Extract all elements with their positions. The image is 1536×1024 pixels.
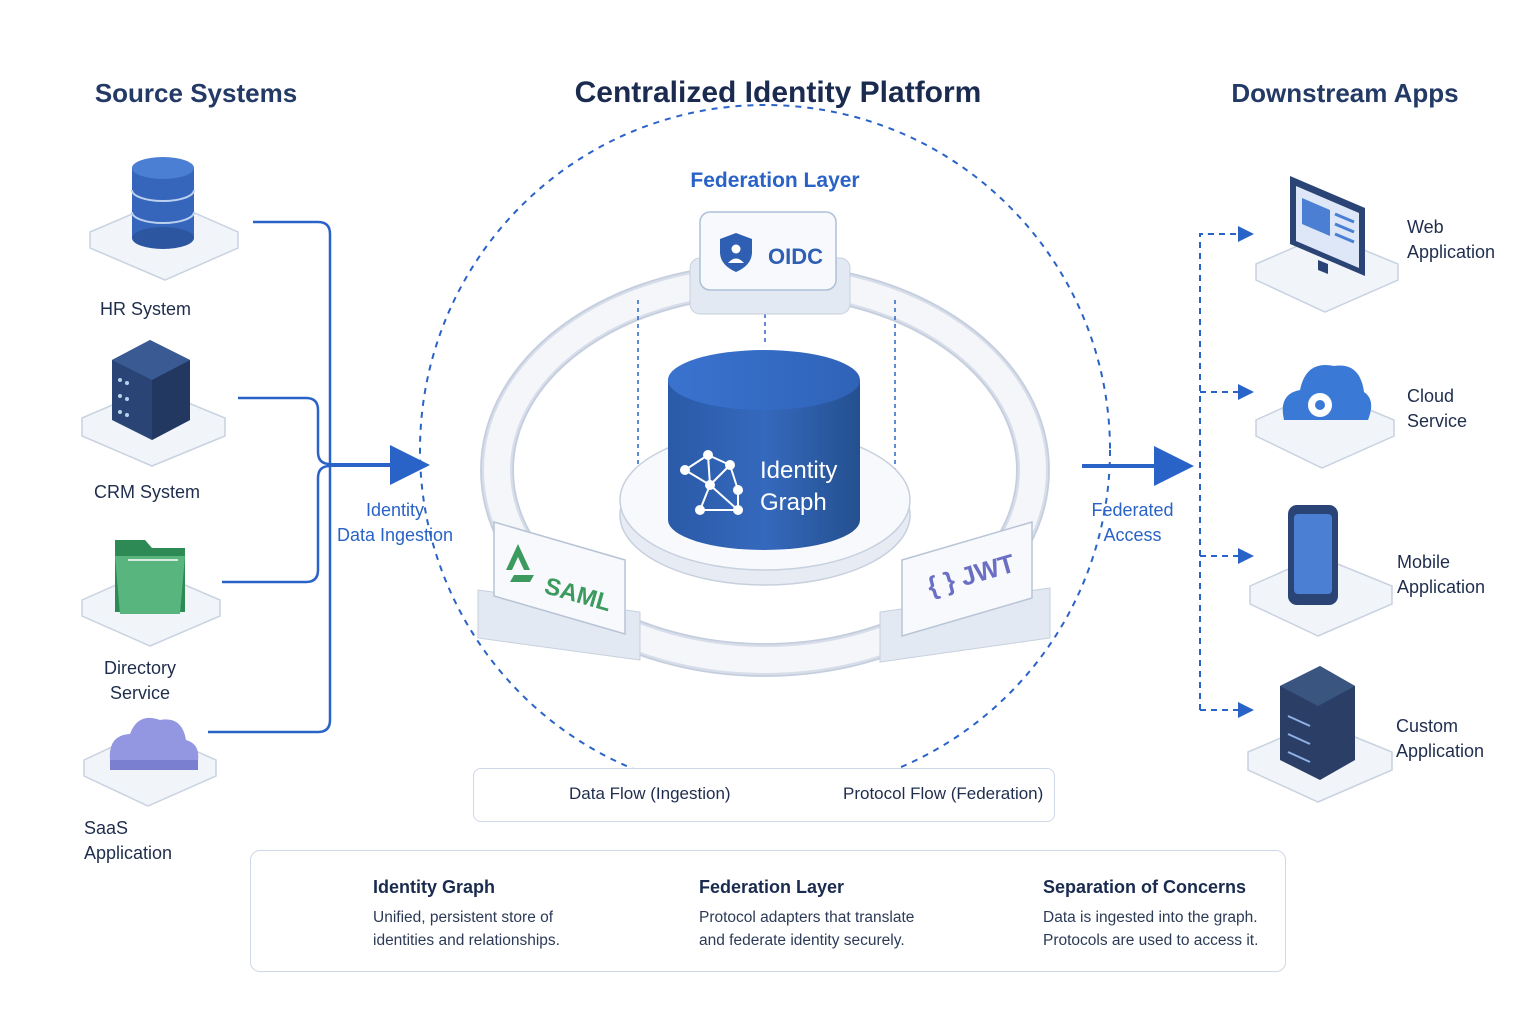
directory-service-label: Directory Service [103,658,176,703]
directory-folder-icon [115,540,185,614]
cloud-gear-icon [1282,365,1372,420]
saas-cloud-icon [109,717,199,770]
info-federation-layer: Federation Layer Protocol adapters that … [699,877,914,952]
cloud-service-label: Cloud Service [1407,386,1468,431]
info-panel: Identity Graph Unified, persistent store… [250,850,1286,972]
oidc-badge [689,211,851,315]
ingestion-label: Identity Data Ingestion [336,500,454,545]
web-application-label: Web Application [1407,217,1496,262]
oidc-label: OIDC [768,244,823,269]
federated-access-label: Federated Access [1091,500,1174,545]
saas-application-label: SaaS Application [84,818,173,863]
identity-graph-cylinder [668,350,860,550]
custom-server-icon [1280,666,1355,780]
info-desc: Data is ingested into the graph. [1043,909,1258,926]
info-title: Separation of Concerns [1043,877,1247,897]
hr-system-label: HR System [100,299,192,319]
downstream-apps-header: Downstream Apps [1231,78,1459,108]
info-separation-of-concerns: Separation of Concerns Data is ingested … [1043,877,1258,952]
info-desc: and federate identity securely. [699,932,905,949]
legend: Data Flow (Ingestion) Protocol Flow (Fed… [473,768,1055,822]
info-title: Federation Layer [699,877,845,897]
mobile-phone-icon [1288,505,1338,605]
info-desc: Unified, persistent store of [373,909,554,926]
mobile-application-label: Mobile Application [1397,552,1486,597]
info-title: Identity Graph [373,877,496,897]
info-desc: Protocols are used to access it. [1043,932,1259,949]
info-identity-graph: Identity Graph Unified, persistent store… [373,877,560,952]
hr-database-icon [131,157,195,249]
info-desc: Protocol adapters that translate [699,909,915,926]
saml-badge [477,521,641,661]
federation-layer-label: Federation Layer [690,169,860,192]
legend-data-flow-label: Data Flow (Ingestion) [569,784,731,803]
web-monitor-icon [1290,176,1365,276]
legend-protocol-flow-label: Protocol Flow (Federation) [843,784,1044,803]
custom-application-label: Custom Application [1396,716,1485,761]
saml-logo-icon [506,544,530,570]
jwt-badge [879,520,1051,663]
identity-graph-label: Identity Graph [760,457,838,516]
crm-server-icon [112,340,190,440]
source-systems-header: Source Systems [94,78,298,108]
crm-system-label: CRM System [94,482,201,502]
platform-header: Centralized Identity Platform [574,76,982,109]
info-desc: identities and relationships. [373,932,560,949]
